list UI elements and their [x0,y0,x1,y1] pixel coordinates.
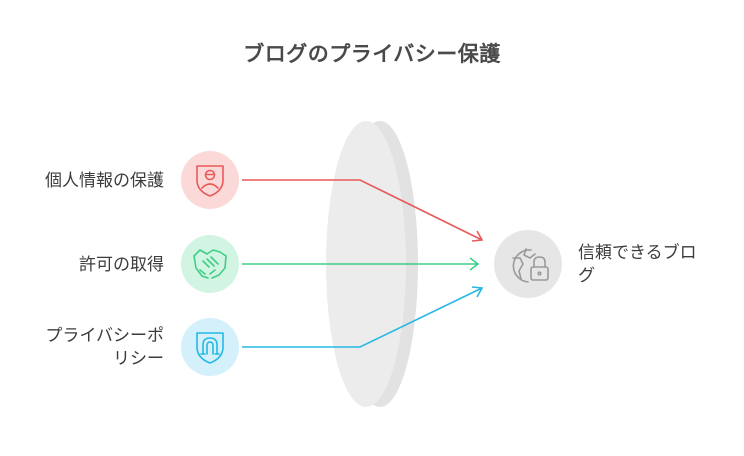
node-circle-permission [181,235,239,293]
connector-privacy-policy [242,286,484,348]
label-line: プライバシーポ [45,326,164,346]
arrowhead-person-shield [471,230,484,242]
node-label-privacy-policy: プライバシーポ リシー [45,325,164,371]
node-trusted-blog [494,230,562,298]
node-circle-trusted-blog [494,230,562,298]
diagram-title: ブログのプライバシー保護 [243,42,501,66]
node-permission [181,235,239,293]
label-line: 信頼できるブロ [578,243,697,263]
handshake-icon [193,249,227,279]
node-personal-info [181,151,239,209]
connector-line-person-shield [242,179,483,241]
node-label-personal-info: 個人情報の保護 [45,170,164,192]
connector-handshake [242,257,480,271]
label-line: リシー [113,349,164,369]
arrowhead-handshake [469,257,480,271]
connector-person-shield [242,179,484,242]
label-line: 個人情報の保護 [45,171,164,191]
globe-lock-icon [512,248,549,283]
node-label-permission: 許可の取得 [79,254,164,276]
node-privacy-policy [181,318,239,376]
shield-horseshoe-icon [196,332,224,364]
node-label-trusted-blog: 信頼できるブロ グ [578,242,697,288]
label-line: 許可の取得 [79,255,164,275]
node-circle-privacy-policy [181,318,239,376]
person-shield-icon [196,165,224,197]
arrowhead-privacy-policy [471,286,484,298]
label-line: グ [578,266,595,286]
connector-line-privacy-policy [242,287,483,348]
